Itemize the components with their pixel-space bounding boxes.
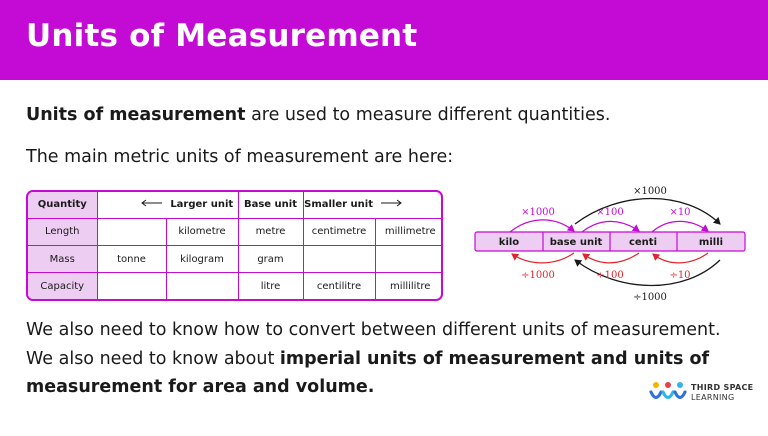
- multiply-arrow: [581, 220, 640, 233]
- right-arrow-icon: [381, 199, 402, 207]
- footer-line-2-plain: We also need to know about: [26, 349, 280, 369]
- row-label: Mass: [28, 244, 98, 274]
- prefix-base-unit: base unit: [550, 237, 603, 248]
- footer-line-2: We also need to know about imperial unit…: [26, 349, 709, 369]
- third-space-logo: THIRD SPACE LEARNING: [649, 381, 759, 405]
- divide-label: ÷100: [596, 270, 623, 281]
- table-cell: tonne: [96, 244, 167, 274]
- prefix-box-row: kilo base unit centi milli: [474, 231, 746, 252]
- table-cell: centilitre: [302, 272, 376, 299]
- table-cell: [374, 244, 441, 274]
- table-row: Mass tonne kilogram gram: [28, 244, 441, 274]
- table-cell: [96, 217, 167, 246]
- table-row: Capacity litre centilitre millilitre: [28, 272, 441, 299]
- multiply-outer-label: ×1000: [633, 186, 667, 197]
- divide-arrow: [652, 252, 709, 264]
- table-cell: [96, 272, 167, 299]
- row-label: Capacity: [28, 272, 98, 299]
- table-header-row: Quantity Larger unit Base unit Smaller u…: [28, 192, 441, 219]
- main-units-line: The main metric units of measurement are…: [26, 147, 454, 167]
- multiply-arrow: [651, 220, 709, 233]
- header-base: Base unit: [237, 192, 304, 219]
- left-arrow-icon: [141, 199, 162, 207]
- conversion-diagram: ×1000 ÷1000 ×1000 ×100 ×10 kilo base uni…: [474, 186, 746, 303]
- divide-arrow: [511, 252, 575, 264]
- table-cell: [165, 272, 239, 299]
- divide-outer-label: ÷1000: [633, 292, 667, 303]
- multiply-arrow: [509, 219, 575, 233]
- footer-line-1: We also need to know how to convert betw…: [26, 320, 721, 340]
- table-cell: centimetre: [302, 217, 376, 246]
- table-row: Length kilometre metre centimetre millim…: [28, 217, 441, 246]
- third-space-logo-icon: [649, 382, 687, 400]
- intro-bold: Units of measurement: [26, 105, 246, 125]
- table-cell: kilogram: [165, 244, 239, 274]
- multiply-label: ×10: [669, 207, 690, 218]
- metric-units-table: Quantity Larger unit Base unit Smaller u…: [26, 190, 443, 301]
- row-label: Length: [28, 217, 98, 246]
- footer-line-3: measurement for area and volume.: [26, 377, 374, 397]
- multiply-label: ×100: [596, 207, 623, 218]
- header-smaller: Smaller unit: [302, 192, 375, 219]
- table-cell: kilometre: [165, 217, 239, 246]
- header-quantity: Quantity: [28, 192, 98, 219]
- table-cell: [302, 244, 376, 274]
- title-banner: Units of Measurement: [0, 0, 768, 80]
- page-title: Units of Measurement: [26, 18, 418, 54]
- table-cell: litre: [237, 272, 304, 299]
- table-cell: metre: [237, 217, 304, 246]
- header-smaller-arrow: [375, 192, 441, 219]
- divide-outer-arrow: [574, 259, 721, 287]
- brand-line-2: LEARNING: [691, 393, 735, 402]
- brand-line-1: THIRD SPACE: [691, 383, 754, 392]
- footer-line-3-bold: measurement for area and volume.: [26, 377, 375, 397]
- prefix-kilo: kilo: [499, 237, 520, 248]
- divide-label: ÷10: [669, 270, 690, 281]
- header-larger: Larger unit: [166, 192, 239, 219]
- prefix-milli: milli: [699, 237, 723, 248]
- table-cell: millilitre: [374, 272, 441, 299]
- table-cell: millimetre: [374, 217, 441, 246]
- divide-arrow: [582, 252, 640, 264]
- prefix-centi: centi: [629, 237, 657, 248]
- intro-paragraph: Units of measurement are used to measure…: [26, 105, 610, 125]
- multiply-label: ×1000: [521, 207, 555, 218]
- divide-label: ÷1000: [521, 270, 555, 281]
- table-cell: gram: [237, 244, 304, 274]
- footer-line-2-bold: imperial units of measurement and units …: [279, 349, 710, 369]
- multiply-outer-arrow: [574, 197, 721, 225]
- header-larger-arrow: [96, 192, 166, 219]
- intro-rest: are used to measure different quantities…: [245, 105, 611, 125]
